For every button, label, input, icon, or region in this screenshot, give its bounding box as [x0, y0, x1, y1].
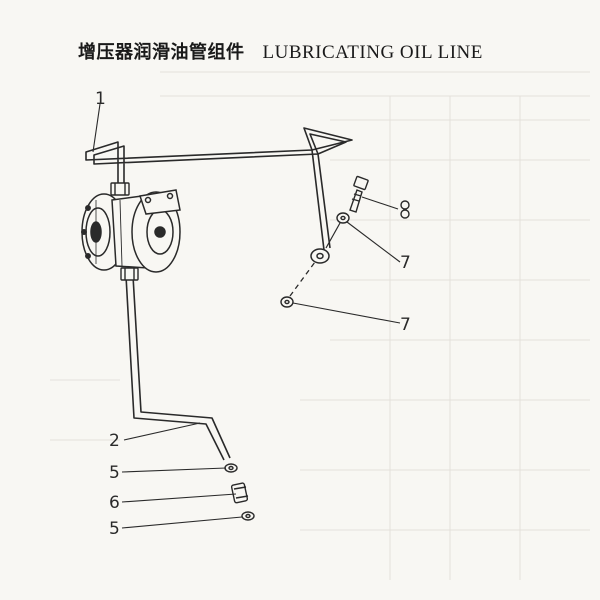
banjo-fitting: [310, 248, 330, 264]
sealing-washer-lower: [280, 296, 294, 308]
callout-7-lower: 7: [400, 315, 411, 335]
banjo-bolt: [349, 175, 369, 213]
title-chinese: 增压器润滑油管组件: [78, 42, 245, 63]
o-ring-pair: [400, 200, 410, 219]
sealing-washer-upper: [336, 212, 350, 224]
callout-5-lower: 5: [109, 519, 120, 539]
turbocharger: [81, 189, 181, 273]
assembly-dashed-line: [289, 261, 316, 297]
callout-6: 6: [109, 493, 120, 513]
drain-washer-upper: [224, 463, 238, 473]
assembly-dashed-line-upper: [325, 222, 341, 249]
drain-nut: [120, 267, 139, 281]
callout-1: 1: [95, 89, 106, 109]
leader-lines: [92, 103, 401, 529]
title-english: LUBRICATING OIL LINE: [262, 42, 483, 63]
drain-hose: [230, 482, 249, 504]
inlet-nut: [110, 182, 130, 196]
drain-washer-lower: [241, 511, 255, 521]
diagram-title: 增压器润滑油管组件 LUBRICATING OIL LINE: [78, 38, 483, 64]
callout-7-upper: 7: [400, 253, 411, 273]
callout-5-upper: 5: [109, 463, 120, 483]
background-grid: [50, 71, 590, 580]
upper-oil-pipe: [85, 127, 353, 251]
drain-pipe: [125, 275, 231, 461]
callout-2: 2: [109, 431, 120, 451]
